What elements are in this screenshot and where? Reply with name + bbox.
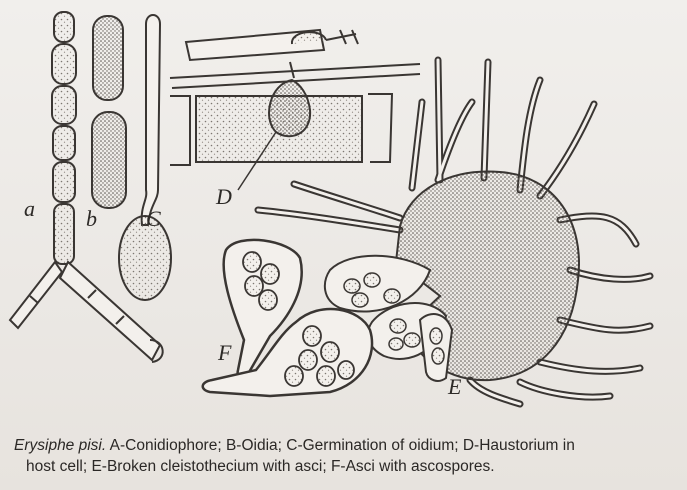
erysiphe-illustration: a b C D E F [0, 0, 687, 430]
label-a: a [24, 196, 35, 221]
label-d: D [215, 184, 232, 209]
label-b: b [86, 206, 97, 231]
label-f: F [217, 340, 232, 365]
caption-line1: A-Conidiophore; B-Oidia; C-Germination o… [106, 437, 575, 454]
caption-species: Erysiphe pisi. [14, 437, 106, 454]
label-e: E [447, 374, 462, 399]
conidiophore [52, 12, 76, 264]
oidia [92, 16, 126, 208]
figure-caption: Erysiphe pisi. A-Conidiophore; B-Oidia; … [14, 435, 678, 477]
caption-line2: host cell; E-Broken cleistothecium with … [14, 456, 678, 477]
label-c: C [146, 206, 161, 231]
